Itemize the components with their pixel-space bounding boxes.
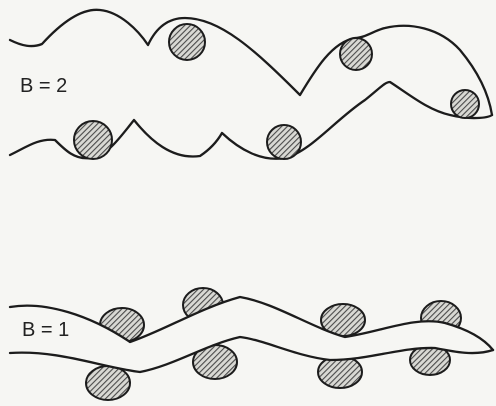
chain-upper-outline-b2 xyxy=(10,10,492,115)
bound-particle-b2-4 xyxy=(74,121,112,159)
panel-b1: B = 1 xyxy=(10,288,493,400)
bound-particle-b2-3 xyxy=(451,90,479,118)
label-b1: B = 1 xyxy=(22,319,69,341)
panel-b2: B = 2 xyxy=(10,10,492,159)
bound-particle-b2-1 xyxy=(169,24,205,60)
bound-particle-b2-2 xyxy=(340,38,372,70)
label-b2: B = 2 xyxy=(20,75,67,97)
bound-particle-b1-lower-1 xyxy=(86,366,130,400)
bound-particle-b2-5 xyxy=(267,125,301,159)
